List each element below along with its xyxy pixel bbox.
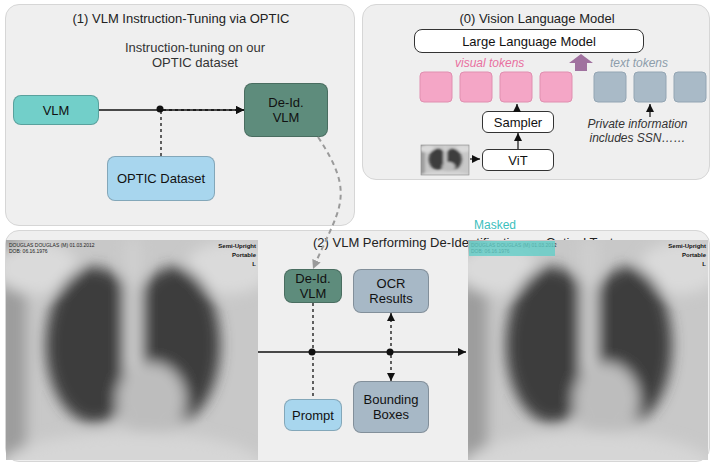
dataset-box: OPTIC Dataset (107, 156, 215, 201)
connector-arrow (390, 313, 391, 381)
connector-arrow (517, 133, 518, 149)
visual-token (420, 72, 452, 102)
visual-token (540, 72, 572, 102)
prompt-box: Prompt (284, 399, 342, 431)
module-box: Sampler (482, 111, 554, 133)
model-box: VLM (13, 95, 99, 125)
output-xray (457, 230, 714, 466)
junction-dot (309, 349, 316, 356)
mask-label: Masked (474, 218, 516, 232)
panel-title: (1) VLM Instruction-Tuning via OPTIC (6, 11, 356, 26)
box-text: ViT (508, 153, 527, 168)
xray-text: L (646, 260, 706, 268)
box-text: Large Language Model (462, 34, 596, 49)
text-token (674, 72, 706, 102)
output-box: Bounding Boxes (353, 381, 429, 433)
box-text: OPTIC Dataset (117, 171, 205, 186)
annotation: Private information includes SSN…… (565, 117, 710, 145)
section-panel: (1) VLM Instruction-Tuning via OPTIC VLM D… (5, 4, 355, 226)
connector-arrow (312, 303, 313, 399)
visual-token (500, 72, 532, 102)
box-text: De-Id. VLM (259, 95, 313, 125)
token-label: visual tokens (455, 56, 524, 70)
pipeline-line (258, 351, 466, 353)
token-label: text tokens (610, 56, 668, 70)
xray-text: DOB: 06.16.1976 (9, 248, 48, 255)
junction-dot (387, 349, 394, 356)
box-text: VLM (43, 103, 70, 118)
sampler-arrow (516, 104, 517, 110)
xray-text: Portable (196, 251, 256, 259)
model-box: Large Language Model (414, 29, 644, 53)
input-xray (0, 230, 270, 466)
connector-arrow (161, 110, 244, 156)
box-text: OCR Results (360, 276, 422, 306)
junction-dot (157, 106, 164, 113)
panel-title: (0) Vision Language Model (363, 11, 711, 26)
block-arrow (569, 54, 593, 71)
thumbnail-frame (421, 145, 469, 175)
model-box: De-Id. VLM (244, 83, 328, 137)
text-token (594, 72, 626, 102)
output-box: OCR Results (353, 269, 429, 313)
xray-text: Portable (646, 251, 706, 259)
xray-text: DOUGLAS DOUGLAS (M) 01.03.2012 (9, 242, 95, 249)
annotation: Instruction-tuning on our OPTIC dataset (110, 40, 280, 70)
text-token (634, 72, 666, 102)
box-text: Prompt (292, 408, 334, 423)
visual-token (460, 72, 492, 102)
box-text: De-Id. VLM (285, 271, 341, 301)
module-box: ViT (482, 149, 554, 171)
model-box: De-Id. VLM (284, 269, 342, 303)
xray-text: Semi-Upright (646, 242, 706, 250)
xray-text: L (196, 260, 256, 268)
image-arrow (470, 158, 480, 159)
connector-arrow (313, 137, 341, 269)
info-arrow (649, 104, 650, 117)
mask-overlay (469, 241, 555, 256)
xray-text: Semi-Upright (196, 242, 256, 250)
box-text: Sampler (494, 115, 542, 130)
input-xray-thumbnail (419, 144, 472, 181)
box-text: Bounding Boxes (360, 392, 422, 422)
